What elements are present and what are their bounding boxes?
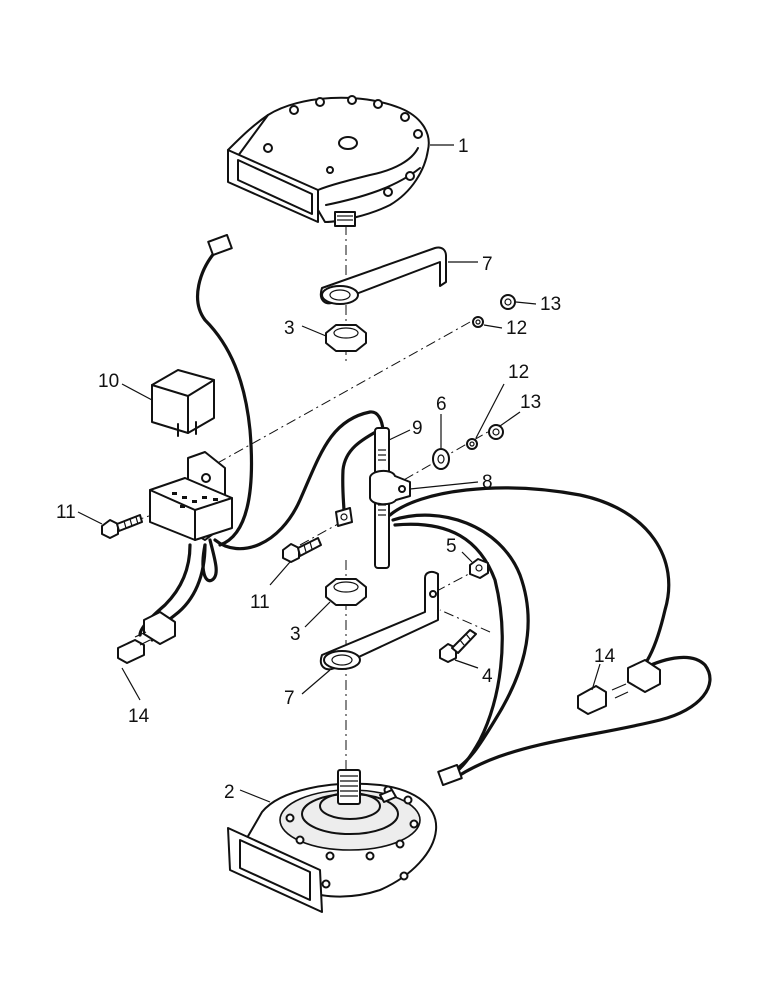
upper-horn-flange [317,147,419,191]
relay-10 [151,369,215,437]
callout-13-mid: 13 [520,392,541,413]
callout-10: 10 [98,371,119,392]
upper-horn-lead [195,250,254,547]
callout-11-left: 11 [56,502,76,523]
callout-2: 2 [224,782,235,803]
nut-3-upper [325,324,367,352]
switch-8-clamp [369,470,411,506]
lower-horn-lead-outer [391,513,530,772]
callout-7-upper: 7 [482,254,493,275]
lower-horn-stud [337,769,361,805]
nut-3-lower [325,578,367,606]
callout-14-right: 14 [594,646,616,667]
connector-14-left-plug [117,639,145,664]
callout-3-upper: 3 [284,318,295,339]
callout-9: 9 [412,418,423,439]
lockwasher-12-upper [472,316,484,328]
lower-horn-connector [437,764,463,786]
bolt-4 [439,629,477,663]
callout-4: 4 [482,666,493,687]
relay-socket-terminals [172,492,218,508]
upper-horn-mouth-inner [237,159,313,215]
callout-7-lower: 7 [284,688,295,709]
relay-socket-bracket [149,451,233,541]
connector-14-left [117,611,176,664]
washer-6 [432,448,450,470]
upper-horn-edge [227,114,269,151]
upper-horn-center-cap [338,136,358,150]
right-connector-loop [458,655,712,777]
upper-horn-trumpet-mouth [227,149,319,223]
lower-horn-lead-inner [393,522,504,777]
upper-horn [207,95,430,256]
upper-horn-stud [334,211,356,227]
nut-13-upper [500,294,516,310]
upper-horn-screws [263,95,423,197]
upper-bracket [319,246,447,305]
lower-horn-terminal [379,789,397,803]
nut-5 [469,558,489,579]
relay-10-body [151,369,215,434]
callout-1: 1 [458,136,469,157]
callout-6: 6 [436,394,447,415]
relay-wire-loop [201,538,218,583]
callout-14-left: 14 [128,706,150,727]
lower-bracket-arm [319,570,439,671]
leader-lines [77,144,601,803]
connector-14-right-socket [627,659,661,693]
lower-bracket-eye [323,650,361,670]
connector-14-right [577,659,661,715]
upper-bracket-eye [321,285,359,305]
lower-horn [227,764,463,913]
callout-12-upper: 12 [506,318,527,339]
bolt-11-left [101,514,143,539]
wiring-harness [138,250,712,777]
switch-8 [369,470,411,506]
terminal-lead-9 [341,426,385,514]
callout-labels: 1 2 3 3 4 5 6 7 7 8 9 10 11 11 12 12 13 … [56,136,616,803]
right-outer-loop [388,486,671,672]
relay-to-left-connector-a [138,543,192,637]
nut-13-mid [488,424,504,440]
upper-horn-connector [207,234,233,256]
connector-14-left-socket [143,611,176,645]
terminal-9-lug [335,507,353,527]
bolt4-axis [439,609,491,633]
relay-to-terminal-lead [213,410,385,551]
connector-14-right-plug [577,685,607,715]
lower-horn-trumpet-mouth [227,827,323,913]
callout-11-mid: 11 [250,592,270,613]
callout-12-mid: 12 [508,362,529,383]
callout-13-upper: 13 [540,294,561,315]
callout-3-lower: 3 [290,624,301,645]
callout-8: 8 [482,472,493,493]
bolt-11-mid [282,537,322,563]
callout-5: 5 [446,536,457,557]
lower-bracket [319,570,439,671]
lockwasher-12-mid [466,438,478,450]
bolt11-axis [299,523,339,546]
